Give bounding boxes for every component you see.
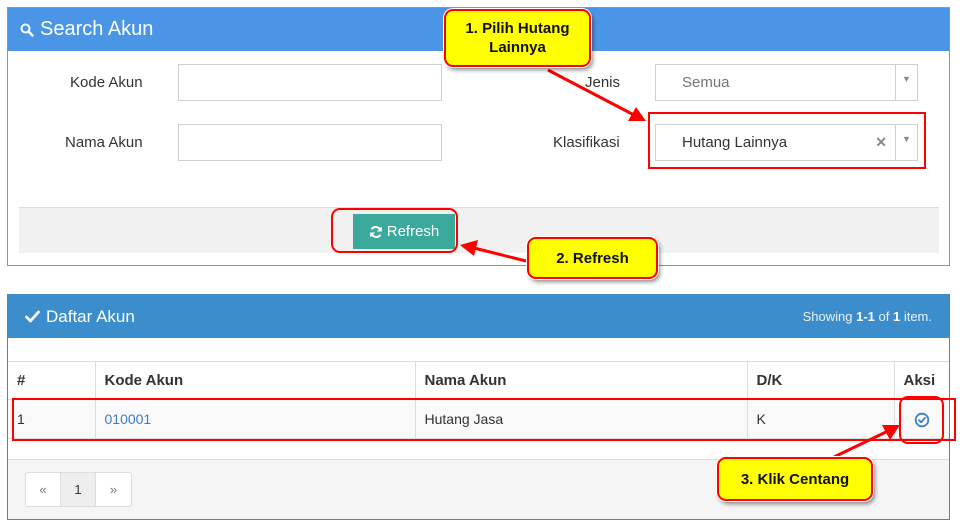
summary-mid: of <box>874 309 893 324</box>
jenis-label: Jenis <box>585 74 621 91</box>
refresh-icon <box>369 225 382 238</box>
column-header-aksi: Aksi <box>894 361 949 400</box>
callout-step-1: 1. Pilih Hutang Lainnya <box>444 9 591 67</box>
column-header-kode-akun[interactable]: Kode Akun <box>95 361 416 400</box>
row-nama-akun: Hutang Jasa <box>415 399 748 439</box>
klasifikasi-select[interactable]: Hutang Lainnya ✕ ▼ <box>655 124 918 161</box>
kode-akun-input[interactable] <box>178 64 442 101</box>
refresh-button[interactable]: Refresh <box>353 214 455 249</box>
highlight-table-row <box>12 398 956 441</box>
callout-step-3: 3. Klik Centang <box>717 457 873 501</box>
kode-akun-link[interactable]: 010001 <box>104 411 152 427</box>
showing-summary: Showing 1-1 of 1 item. <box>803 309 932 324</box>
summary-range: 1-1 <box>856 309 875 324</box>
klasifikasi-select-value: Hutang Lainnya <box>682 134 788 151</box>
summary-suffix: item. <box>900 309 932 324</box>
chevron-down-icon[interactable]: ▼ <box>895 125 917 160</box>
row-aksi <box>894 399 949 439</box>
nama-akun-label: Nama Akun <box>65 134 143 151</box>
refresh-button-label: Refresh <box>386 223 440 240</box>
daftar-akun-header: Daftar Akun Showing 1-1 of 1 item. <box>8 295 949 338</box>
daftar-akun-panel: Daftar Akun Showing 1-1 of 1 item. # Kod… <box>7 294 950 520</box>
pagination-next[interactable]: » <box>109 482 118 497</box>
search-icon <box>20 23 34 37</box>
jenis-select-value: Semua <box>682 74 730 91</box>
column-header-nama-akun[interactable]: Nama Akun <box>415 361 748 400</box>
check-circle-icon[interactable] <box>914 412 930 428</box>
pagination: « 1 » <box>25 472 132 507</box>
chevron-down-icon[interactable]: ▼ <box>895 65 917 100</box>
callout-step-1-line-1: 1. Pilih Hutang <box>465 20 570 37</box>
callout-step-1-line-2: Lainnya <box>489 39 546 56</box>
pagination-page-1[interactable]: 1 <box>61 473 96 506</box>
kode-akun-label: Kode Akun <box>70 74 143 91</box>
row-kode-akun: 010001 <box>95 399 416 439</box>
highlight-refresh <box>331 208 458 253</box>
highlight-klasifikasi <box>648 112 926 169</box>
table-header-row: # Kode Akun Nama Akun D/K Aksi <box>8 361 949 400</box>
summary-prefix: Showing <box>802 309 857 324</box>
column-header-number[interactable]: # <box>8 361 96 400</box>
column-header-dk[interactable]: D/K <box>747 361 895 400</box>
search-panel-title: Search Akun <box>40 18 154 40</box>
row-number: 1 <box>8 399 96 439</box>
jenis-select[interactable]: Semua ▼ <box>655 64 918 101</box>
checkmark-icon <box>25 310 40 323</box>
clear-icon[interactable]: ✕ <box>875 134 887 150</box>
callout-step-2: 2. Refresh <box>527 237 658 279</box>
search-panel-footer: Refresh <box>19 207 939 253</box>
daftar-akun-title: Daftar Akun <box>46 306 135 326</box>
nama-akun-input[interactable] <box>178 124 442 161</box>
highlight-check-action <box>899 396 944 444</box>
pagination-prev[interactable]: « <box>26 473 61 506</box>
summary-total: 1 <box>892 309 901 324</box>
klasifikasi-label: Klasifikasi <box>553 134 620 151</box>
